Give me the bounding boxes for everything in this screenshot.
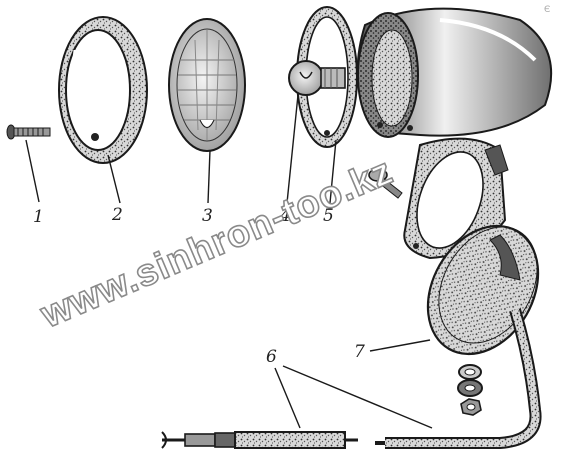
leader-line-6a [274,367,301,429]
callout-3: 3 [202,206,213,226]
leader-line-4 [286,94,299,204]
leader-line-1 [25,139,40,203]
corner-mark: Є [544,5,550,15]
leader-line-2 [107,154,121,204]
part-1-screw [6,124,51,140]
callout-5: 5 [323,206,334,226]
leader-line-5 [329,139,337,204]
callout-7: 7 [354,342,365,362]
part-4-bulb [288,60,346,96]
lamp-housing [356,7,553,138]
leader-line-3 [207,149,211,204]
wire-connector-terminal [161,431,358,449]
part-3-lens [168,18,246,152]
callout-6: 6 [266,347,277,367]
callout-2: 2 [111,205,123,225]
part-2-rim [58,16,148,164]
watermark-text: www.sinhron-too.kz [34,150,399,337]
callout-1: 1 [33,207,44,227]
leader-line-7 [369,339,431,352]
leader-line-6b [282,365,433,429]
bracket-bolt [368,168,403,199]
washers-and-nut [457,364,483,416]
part-6-wire [375,308,542,449]
part-7-base-pad [426,224,540,356]
callout-4: 4 [279,206,291,226]
